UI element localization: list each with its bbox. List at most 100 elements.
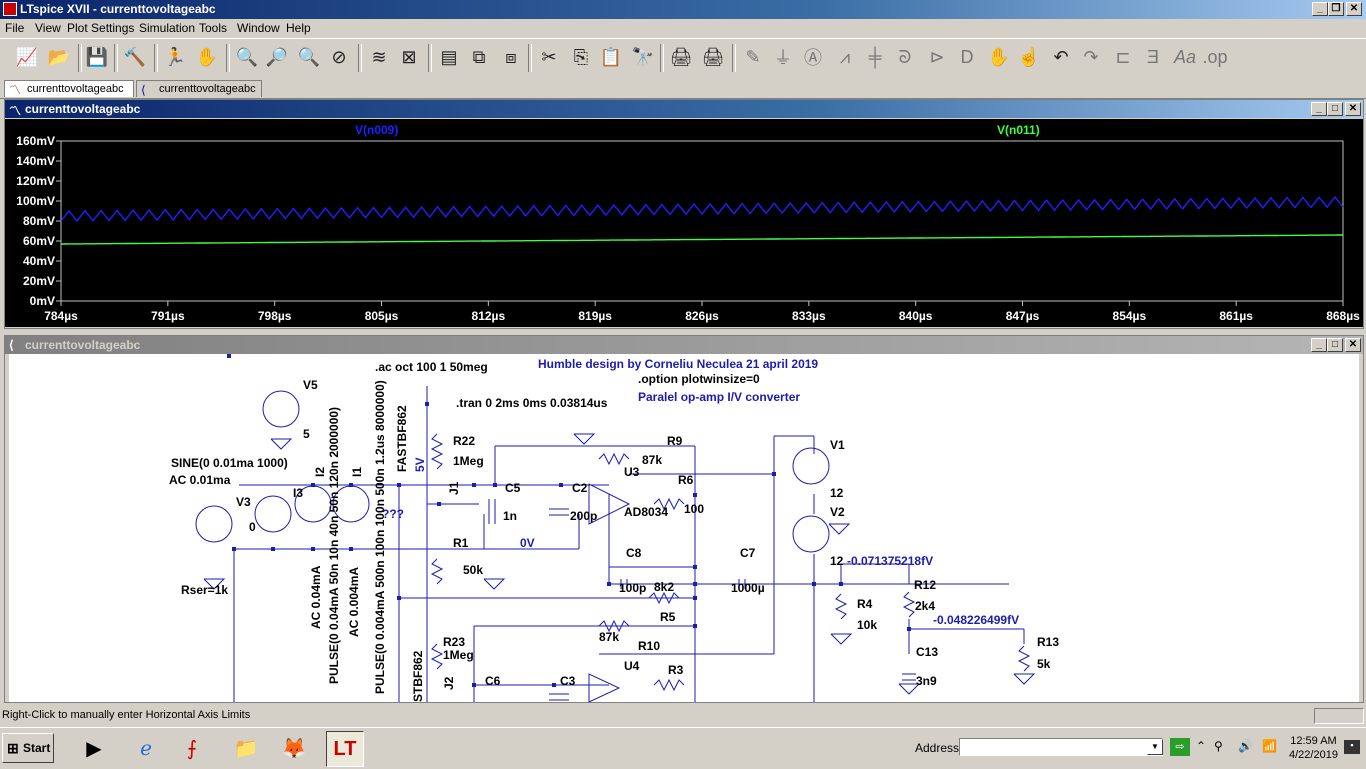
drag-hand-icon[interactable]: ☝ <box>1017 46 1041 67</box>
schem-r10[interactable]: R10 <box>638 639 661 653</box>
tab-schematic[interactable]: ⟨ currenttovoltageabc <box>136 80 262 97</box>
schem-r23[interactable]: R23 <box>443 635 466 649</box>
autorange-icon[interactable]: ≋ <box>371 46 387 67</box>
close-button[interactable]: ✕ <box>1346 2 1362 16</box>
schem-i2-ac[interactable]: AC 0.04mA <box>309 565 323 629</box>
schem-r6[interactable]: R6 <box>678 473 694 487</box>
schem-r6-value[interactable]: 100 <box>684 502 705 516</box>
menu-window[interactable]: Window <box>237 21 280 35</box>
schem-r13-value[interactable]: 5k <box>1037 657 1051 671</box>
paste-icon[interactable]: 📋 <box>599 46 623 67</box>
schem-v2-value[interactable]: 12 <box>830 554 844 568</box>
schem-r9[interactable]: R9 <box>667 434 683 448</box>
schem-c13-value[interactable]: 3n9 <box>916 674 937 688</box>
schem-node-voltage-2[interactable]: -0.048226499fV <box>933 613 1020 627</box>
menu-simulation[interactable]: Simulation <box>139 21 196 35</box>
schem-j1[interactable]: J1 <box>447 481 461 495</box>
schem-c13[interactable]: C13 <box>916 645 939 659</box>
schem-c5[interactable]: C5 <box>505 481 521 495</box>
schem-rser[interactable]: Rser=1k <box>181 583 229 597</box>
menu-plot-settings[interactable]: Plot Settings <box>67 21 135 35</box>
schem-c2[interactable]: C2 <box>572 481 588 495</box>
tab-waveform[interactable]: 〽 currenttovoltageabc <box>4 80 134 97</box>
open-folder-icon[interactable]: 📂 <box>47 46 71 67</box>
menu-help[interactable]: Help <box>286 21 311 35</box>
ltspice-taskbar-icon[interactable]: LT <box>326 731 364 767</box>
halt-hand-icon[interactable]: ✋ <box>195 46 219 67</box>
schematic-maximize-button[interactable]: □ <box>1327 338 1343 352</box>
zoom-pan-icon[interactable]: 🔎 <box>265 46 289 67</box>
schem-r4-value[interactable]: 10k <box>857 618 878 632</box>
go-arrow-icon[interactable]: ⇨ <box>1170 738 1190 756</box>
schem-r12[interactable]: R12 <box>914 578 937 592</box>
move-hand-icon[interactable]: ✋ <box>987 46 1011 67</box>
run-icon[interactable]: 🏃 <box>163 46 187 67</box>
firefox-icon[interactable]: 🦊 <box>281 737 307 760</box>
schem-u3-part[interactable]: AD8034 <box>624 505 669 519</box>
schem-c8[interactable]: C8 <box>626 546 642 560</box>
ground-icon[interactable]: ⏚ <box>774 48 792 68</box>
menu-file[interactable]: File <box>5 21 25 35</box>
schem-comment-author[interactable]: Humble design by Corneliu Neculea 21 apr… <box>538 357 819 371</box>
start-button[interactable]: ⊞ Start <box>2 733 54 763</box>
control-panel-hammer-icon[interactable]: 🔨 <box>123 46 147 67</box>
restore-button[interactable]: ❐ <box>1328 2 1344 16</box>
schem-node-voltage-1[interactable]: -0.071375218fV <box>847 554 934 568</box>
schem-c2-value[interactable]: 200p <box>570 509 598 523</box>
schem-i1[interactable]: I1 <box>350 466 364 477</box>
trace-label-vn009[interactable]: V(n009) <box>355 123 399 137</box>
menu-tools[interactable]: Tools <box>199 21 228 35</box>
schem-i3[interactable]: I3 <box>293 486 304 500</box>
schematic-minimize-button[interactable]: _ <box>1311 338 1327 352</box>
schem-r23-value[interactable]: 1Meg <box>443 648 474 662</box>
tray-expand-icon[interactable]: ⌃ <box>1196 739 1207 753</box>
save-icon[interactable]: 💾 <box>85 46 109 67</box>
menu-view[interactable]: View <box>35 21 61 35</box>
schem-sine-label[interactable]: SINE(0 0.01ma 1000) <box>171 456 288 470</box>
label-net-icon[interactable]: Ⓐ <box>804 48 822 68</box>
schem-r9-value[interactable]: 87k <box>642 453 663 467</box>
schem-r13[interactable]: R13 <box>1037 635 1060 649</box>
print-icon[interactable]: 🖨 <box>701 46 725 67</box>
file-explorer-icon[interactable]: 📁 <box>233 737 259 760</box>
schem-5v-net[interactable]: 5V <box>413 457 427 472</box>
redo-icon[interactable]: ↷ <box>1083 46 1099 67</box>
schematic-canvas[interactable]: Humble design by Corneliu Neculea 21 apr… <box>9 354 1359 702</box>
print-preview-icon[interactable]: 🖨 <box>669 46 693 67</box>
schem-c8-value[interactable]: 100p <box>619 581 647 595</box>
schem-r1-value[interactable]: 50k <box>463 563 484 577</box>
internet-explorer-icon[interactable]: ℯ <box>140 737 152 760</box>
minimize-button[interactable]: _ <box>1312 2 1328 16</box>
cursor-icon[interactable]: ⊠ <box>401 46 417 67</box>
diode-icon[interactable]: ⊳ <box>929 46 945 67</box>
schematic-close-button[interactable]: ✕ <box>1345 338 1361 352</box>
schem-r3[interactable]: R3 <box>668 663 684 677</box>
schem-c5-value[interactable]: 1n <box>503 509 518 523</box>
schem-unknown-net[interactable]: ??? <box>382 507 404 521</box>
cut-icon[interactable]: ✂ <box>541 46 557 67</box>
schem-0v-net[interactable]: 0V <box>520 536 535 550</box>
acrobat-icon[interactable]: ⨍ <box>186 737 198 760</box>
chart-canvas[interactable]: 160mV140mV120mV100mV80mV60mV40mV20mV0mV7… <box>5 119 1363 327</box>
schem-fastbf862[interactable]: FASTBF862 <box>395 405 409 472</box>
find-binoculars-icon[interactable]: 🔭 <box>631 46 655 67</box>
schem-r12-value[interactable]: 2k4 <box>915 599 936 613</box>
schem-v3-value[interactable]: 0 <box>249 520 256 534</box>
schem-r10-value[interactable]: 87k <box>599 630 620 644</box>
schem-c6[interactable]: C6 <box>485 674 501 688</box>
trace-label-vn011[interactable]: V(n011) <box>997 123 1040 137</box>
waveform-minimize-button[interactable]: _ <box>1311 102 1327 116</box>
schem-i1-pulse[interactable]: PULSE(0 0.004mA 500n 100n 100n 500n 1.2u… <box>373 380 387 694</box>
notification-flag-icon[interactable]: ▪ <box>1344 740 1360 754</box>
zoom-fit-icon[interactable]: ⊘ <box>331 46 347 67</box>
inductor-icon[interactable]: ᘐ <box>898 46 912 67</box>
schem-v5-value[interactable]: 5 <box>303 427 310 441</box>
spice-directive-icon[interactable]: .op <box>1202 46 1228 67</box>
schem-option-directive[interactable]: .option plotwinsize=0 <box>638 372 760 386</box>
schem-i1-ac[interactable]: AC 0.004mA <box>347 566 361 637</box>
schem-r5[interactable]: R5 <box>660 610 676 624</box>
media-player-icon[interactable]: ▶ <box>86 737 102 760</box>
cascade-icon[interactable]: ⧉ <box>472 46 486 67</box>
component-icon[interactable]: D <box>960 46 974 67</box>
